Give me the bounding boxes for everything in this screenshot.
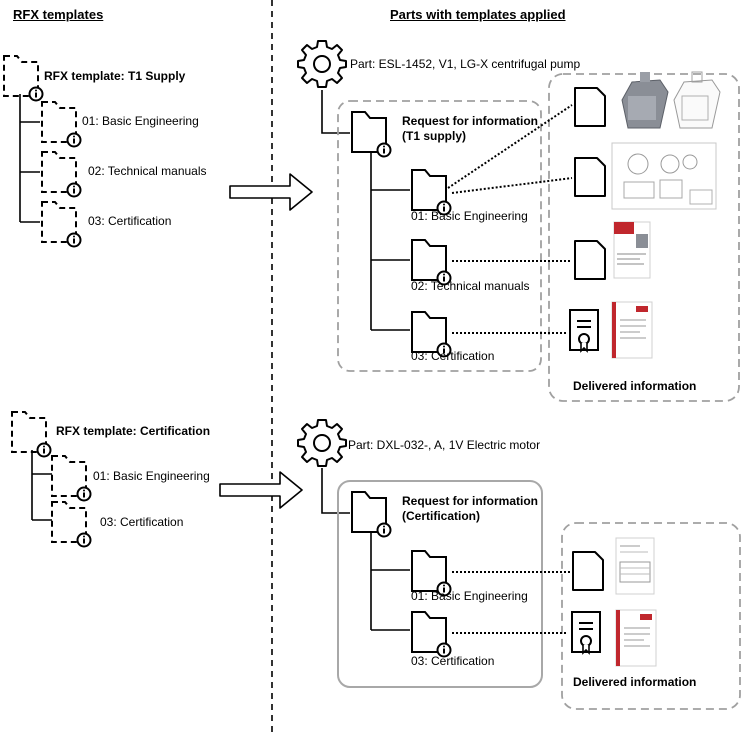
rfi-child-label: 01: Basic Engineering — [411, 209, 528, 223]
rfi-title-line1: Request for information — [402, 494, 539, 508]
right-arrow-icon — [219, 471, 303, 509]
document-icon — [574, 240, 606, 280]
gear-icon — [297, 419, 347, 467]
technical-drawing-thumbnail — [611, 142, 717, 210]
rfi-container-solid — [337, 480, 543, 688]
right-column-header: Parts with templates applied — [390, 7, 566, 22]
delivered-container-dashed — [561, 522, 741, 710]
rfi-child-label: 02: Technical manuals — [411, 279, 530, 293]
folder-info-icon — [351, 491, 392, 538]
rfi-container-dashed — [337, 100, 542, 372]
rfi-title-line2: (Certification) — [402, 509, 480, 523]
pump-3d-thumbnail — [621, 71, 721, 129]
part-esl-1452 — [297, 40, 740, 402]
certificate-icon — [569, 309, 599, 352]
template-title: RFX template: T1 Supply — [44, 69, 186, 83]
template-tree-t1-supply — [3, 55, 82, 248]
rfi-title-line2: (T1 supply) — [402, 129, 467, 143]
part-label: Part: ESL-1452, V1, LG-X centrifugal pum… — [350, 57, 581, 71]
certificate-thumbnail — [611, 301, 653, 359]
gear-icon — [297, 40, 347, 88]
template-folder-icon — [41, 101, 82, 148]
folder-info-icon — [411, 169, 452, 216]
template-title: RFX template: Certification — [56, 424, 211, 438]
template-folder-icon — [41, 201, 82, 248]
left-column-header: RFX templates — [13, 7, 104, 22]
manual-thumbnail — [613, 221, 651, 279]
template-child-label: 03: Certification — [100, 515, 184, 529]
template-child-label: 02: Technical manuals — [88, 164, 207, 178]
document-icon — [574, 157, 606, 197]
template-child-label: 01: Basic Engineering — [82, 114, 199, 128]
certificate-thumbnail — [615, 609, 657, 667]
template-folder-icon — [51, 501, 92, 548]
document-icon — [572, 551, 604, 591]
folder-info-icon — [411, 611, 452, 658]
template-folder-icon — [11, 411, 52, 458]
right-arrow-icon — [229, 173, 313, 211]
folder-info-icon — [411, 239, 452, 286]
datasheet-thumbnail — [615, 537, 655, 595]
document-icon — [574, 87, 606, 127]
template-folder-icon — [51, 455, 92, 502]
certificate-icon — [571, 611, 601, 654]
delivered-info-label: Delivered information — [573, 379, 697, 393]
delivered-info-label: Delivered information — [573, 675, 697, 689]
template-child-label: 01: Basic Engineering — [93, 469, 210, 483]
folder-info-icon — [351, 111, 392, 158]
rfi-child-label: 03: Certification — [411, 349, 495, 363]
template-child-label: 03: Certification — [88, 214, 172, 228]
template-folder-icon — [3, 55, 44, 102]
rfi-child-label: 03: Certification — [411, 654, 495, 668]
part-dxl-032 — [297, 419, 741, 710]
rfi-child-label: 01: Basic Engineering — [411, 589, 528, 603]
part-label: Part: DXL-032-, A, 1V Electric motor — [348, 438, 541, 452]
template-tree-certification — [11, 411, 92, 548]
template-folder-icon — [41, 151, 82, 198]
rfi-title-line1: Request for information — [402, 114, 539, 128]
